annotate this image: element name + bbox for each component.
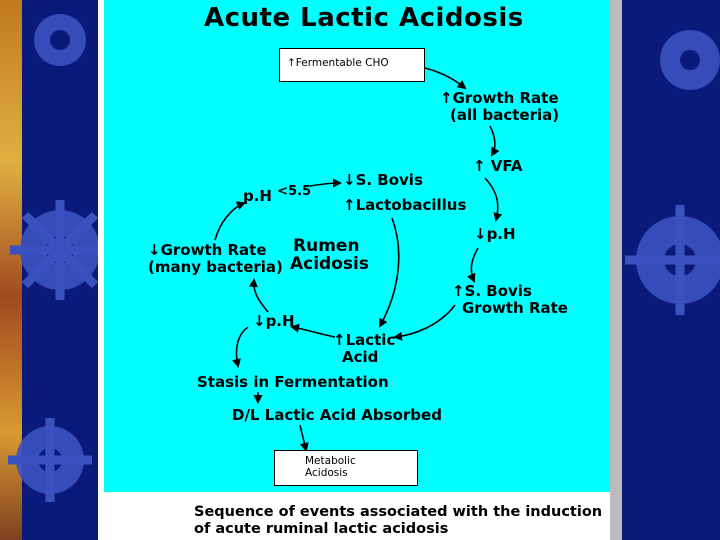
growth-rate-many-label: ↓Growth Rate (many bacteria) xyxy=(148,241,283,276)
diagram-panel xyxy=(104,0,610,492)
diagram-title: Acute Lactic Acidosis xyxy=(204,3,524,33)
lactic-acid-label: ↑Lactic Acid xyxy=(333,331,396,366)
arrow-growth-to-vfa xyxy=(489,125,500,157)
lactobacillus-label: ↑Lactobacillus xyxy=(343,196,467,214)
stasis-label: Stasis in Fermentation xyxy=(197,373,389,391)
sbovis-growth-label: ↑S. Bovis Growth Rate xyxy=(452,282,568,317)
arrow-ph-to-sbovis xyxy=(467,247,479,283)
sbovis-decrease-label: ↓S. Bovis xyxy=(343,171,423,189)
arrow-lactic-to-ph xyxy=(290,323,336,338)
arrow-ferm-to-growth xyxy=(424,67,467,90)
arrow-sbovis-to-lactic xyxy=(393,304,456,341)
rumen-acidosis-label: Rumen Acidosis xyxy=(290,236,369,274)
arrow-ph-to-sbovis-down xyxy=(309,178,342,188)
arrow-vfa-to-ph xyxy=(484,177,503,222)
fermentable-cho-box: ↑Fermentable CHO xyxy=(279,48,425,82)
vfa-label: ↑ VFA xyxy=(473,157,523,175)
lactic-absorbed-label: D/L Lactic Acid Absorbed xyxy=(232,406,442,424)
metabolic-acidosis-label: Metabolic Acidosis xyxy=(305,455,356,479)
arrow-growthmany-to-ph xyxy=(214,201,246,241)
ph-decrease-left-label: ↓p.H xyxy=(253,312,295,330)
fermentable-cho-label: ↑Fermentable CHO xyxy=(287,57,389,69)
ph-decrease-right-label: ↓p.H xyxy=(474,225,516,243)
ph-threshold-label: p.H <5.5 xyxy=(243,184,312,205)
arrow-lacto-to-lactic xyxy=(379,217,400,328)
growth-rate-all-label: ↑Growth Rate (all bacteria) xyxy=(440,89,560,124)
arrow-absorbed-to-metabolic xyxy=(299,424,309,452)
metabolic-acidosis-box: Metabolic Acidosis xyxy=(274,450,418,486)
arrow-ph-to-stasis xyxy=(232,326,249,368)
arrow-ph-to-growthmany xyxy=(248,278,269,313)
gear-teeth xyxy=(8,200,720,502)
figure-caption: Sequence of events associated with the i… xyxy=(194,504,603,538)
panel-edge xyxy=(610,0,622,540)
